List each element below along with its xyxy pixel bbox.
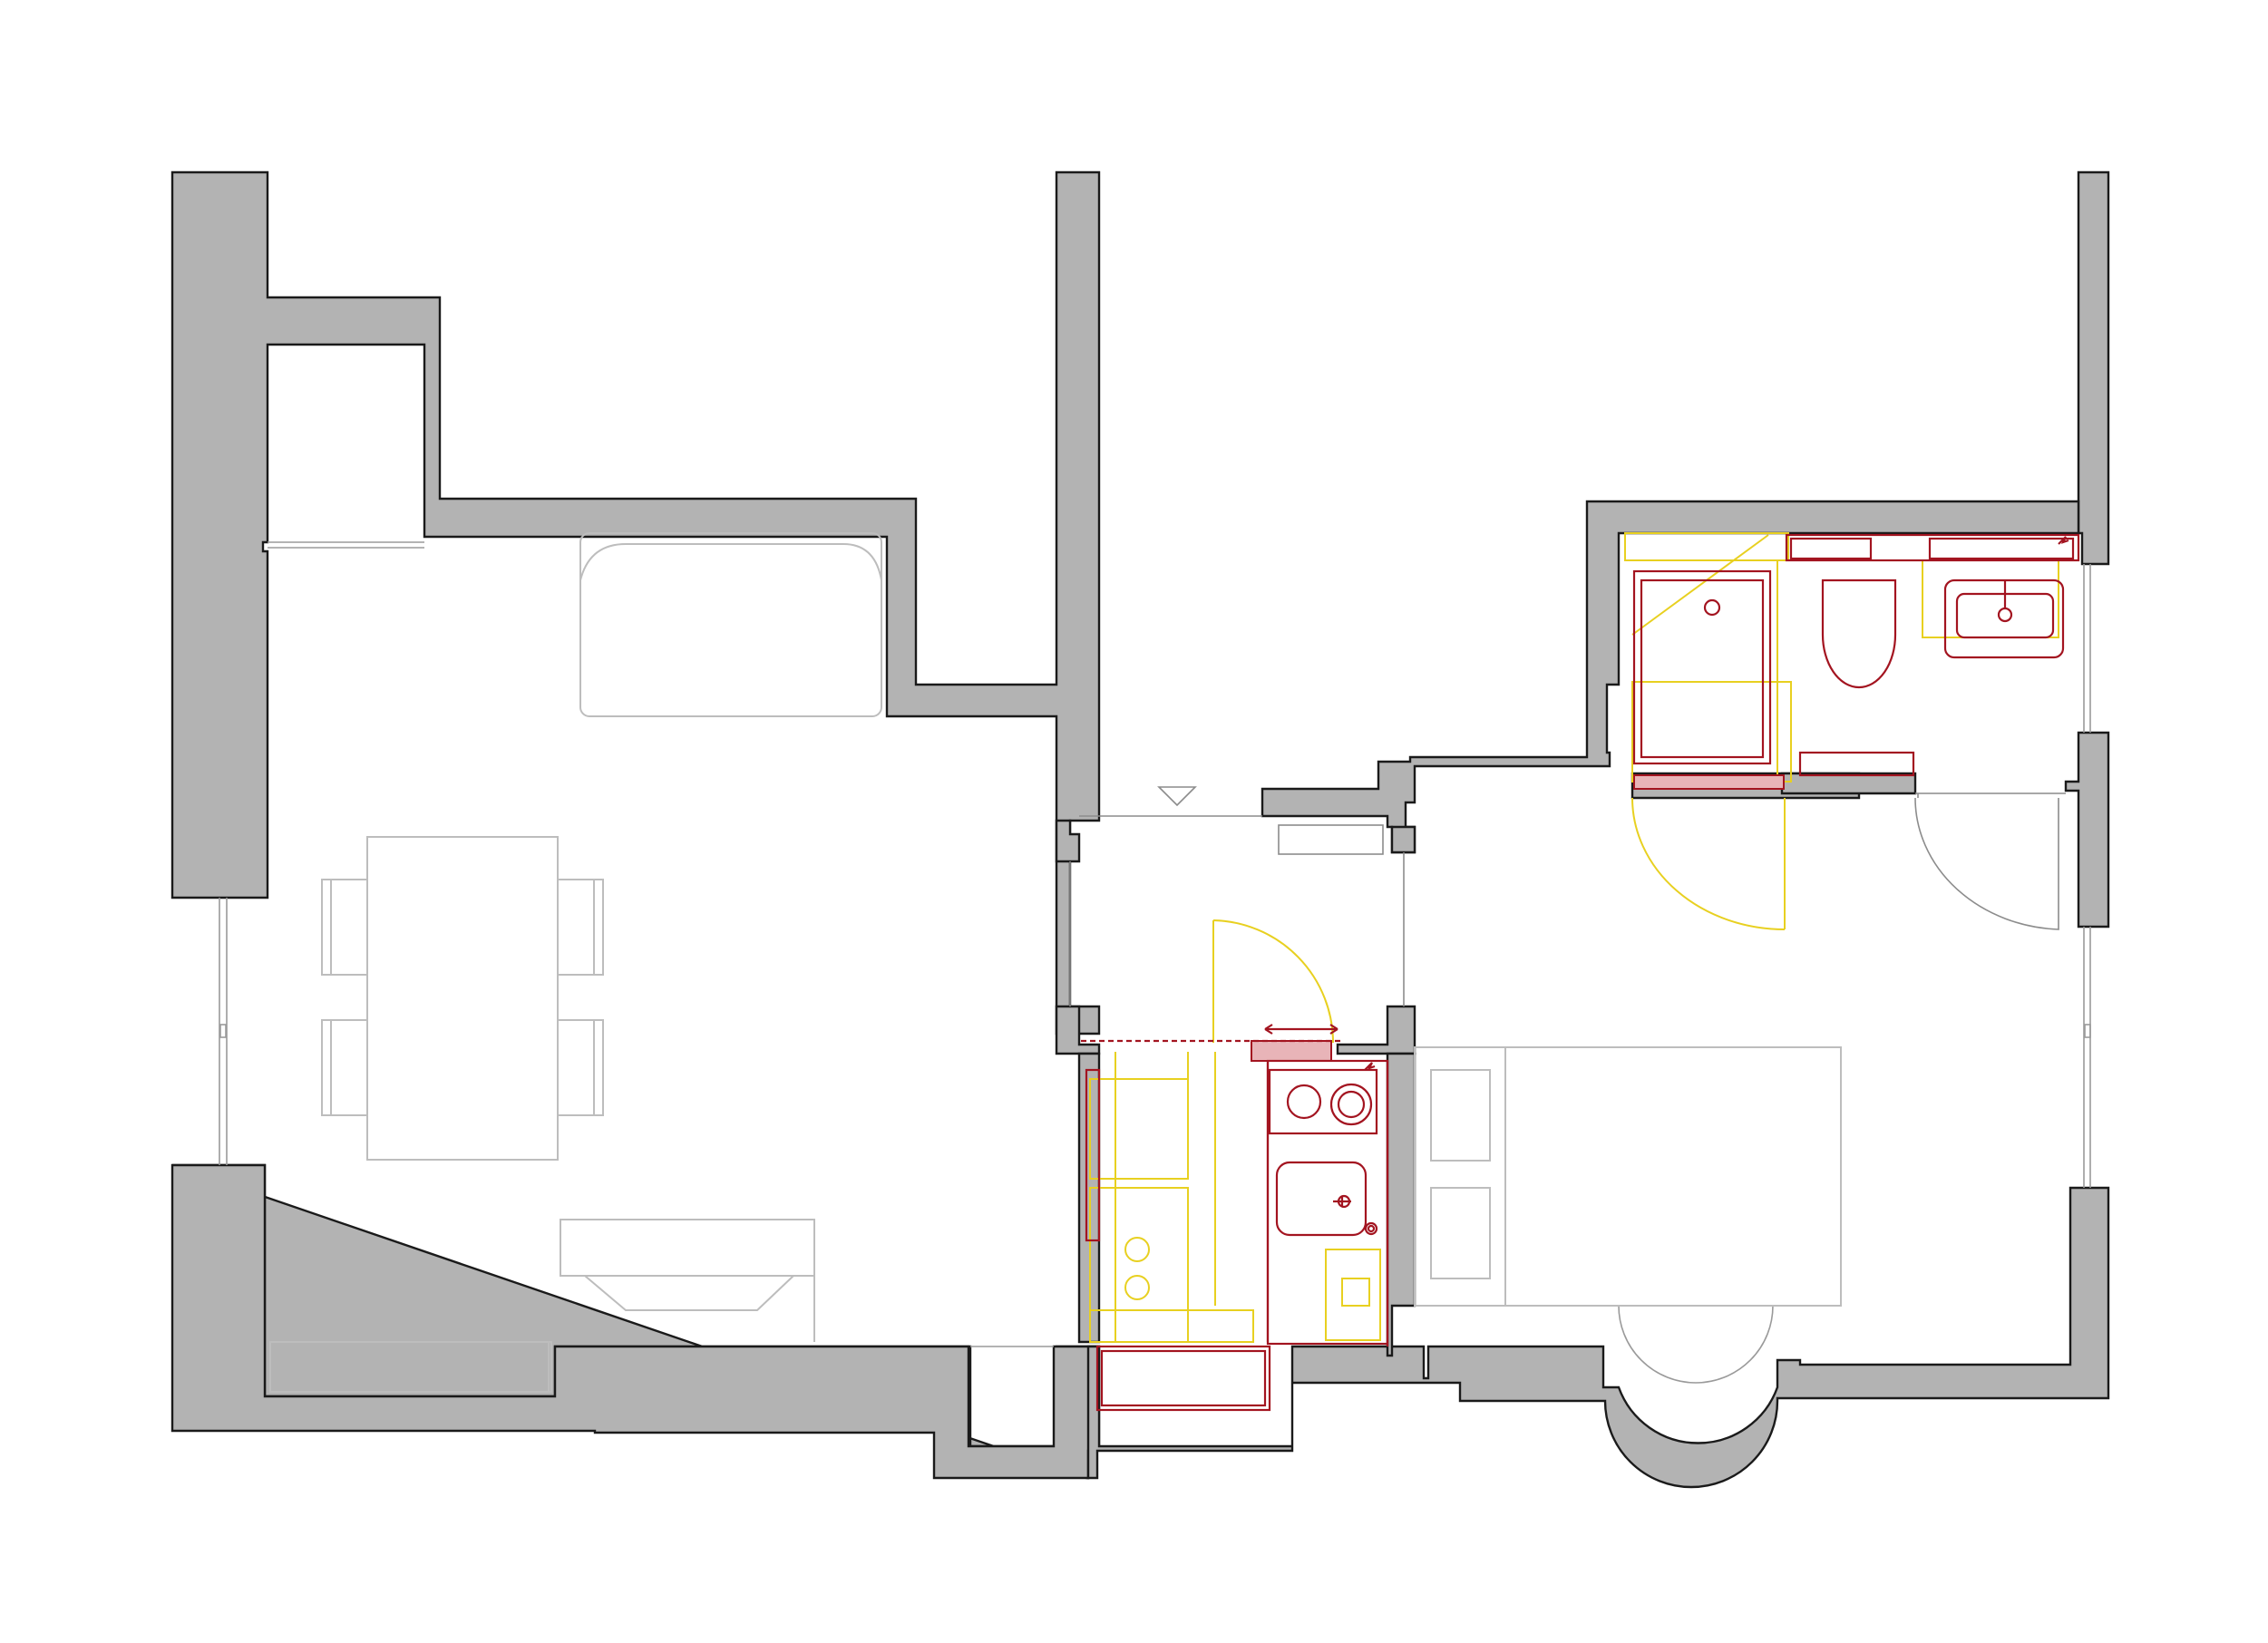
nightstand-bottom (1430, 1187, 1491, 1279)
windows (219, 541, 2091, 1384)
window-right-lower (2083, 927, 2091, 1188)
wall-right-upper (2077, 170, 2110, 566)
old-bath-door-swing (1631, 797, 1786, 930)
kitchen (1081, 919, 1389, 1412)
tv-unit (560, 1219, 815, 1277)
kitchen-new (1081, 1024, 1389, 1412)
wall-kitchen-bedroom (1386, 1052, 1416, 1357)
bedroom-door-swing (1917, 793, 1919, 798)
vent-icon (1364, 1062, 1376, 1071)
bedroom (1414, 792, 2066, 1307)
window-top-left (268, 541, 424, 549)
chair-left-bottom (321, 1019, 368, 1116)
wall-hall-kitchen-left (1055, 1005, 1101, 1055)
living-dining-furniture (269, 532, 882, 1393)
window-right-upper (2083, 564, 2091, 733)
entrance-hall (1069, 786, 1405, 1006)
towel-rail (1798, 751, 1915, 777)
wall-hall-jamb-left (1055, 819, 1081, 863)
shower-tray (1632, 569, 1772, 765)
kitchen-floor-cabinet (1095, 1345, 1271, 1412)
chair-left-top (321, 879, 368, 976)
hob-right (1329, 1083, 1373, 1126)
tv (584, 1275, 794, 1311)
chair-right-top (557, 879, 604, 976)
toilet (1821, 578, 1897, 689)
wall-left-upper (170, 170, 1101, 1035)
balcony-planter (269, 1341, 552, 1393)
faucet-icon (1333, 1197, 1351, 1206)
kitchen-sink (1275, 1161, 1368, 1237)
chair-right-bottom (557, 1019, 604, 1116)
bathroom-removed (1624, 532, 2059, 930)
dining-table (366, 836, 559, 1161)
bath-door-frame (1633, 774, 1785, 790)
wall-bathroom-bottom-right (1780, 772, 1917, 795)
bathroom (1624, 532, 2080, 930)
bay-window-bedroom (1618, 1305, 1774, 1384)
wall-hall-jamb-right (1390, 825, 1416, 854)
wall-right-middle (2064, 731, 2110, 928)
window-left (219, 898, 228, 1165)
bathroom-new (1632, 533, 2080, 790)
old-shower-door (1631, 534, 1769, 636)
washbasin-faucet (1997, 607, 2013, 623)
vent-bath-icon (2058, 536, 2069, 545)
kitchen-cabinet-left (1085, 1068, 1101, 1242)
nightstand-top (1430, 1069, 1491, 1162)
shower-drain (1703, 598, 1721, 617)
wall-hall-kitchen-right (1336, 1005, 1416, 1055)
walls (170, 170, 2110, 1489)
sofa (579, 532, 882, 717)
hob-washer (1268, 1068, 1378, 1135)
old-kitchen-door-swing (1212, 919, 1334, 1044)
hob-left (1286, 1084, 1322, 1120)
bath-storage (1785, 533, 2080, 562)
wall-bathroom (1261, 500, 2080, 854)
sliding-door-arrow (1264, 1024, 1338, 1035)
new-door-frame (1251, 1040, 1332, 1062)
sofa-back (579, 543, 882, 581)
wall-bottom-kitchen (1086, 1186, 2110, 1489)
kitchen-removed (1089, 919, 1381, 1343)
hall-closet (1278, 824, 1384, 855)
double-bed (1414, 1046, 1842, 1307)
entry-arrow-icon (1157, 786, 1197, 807)
